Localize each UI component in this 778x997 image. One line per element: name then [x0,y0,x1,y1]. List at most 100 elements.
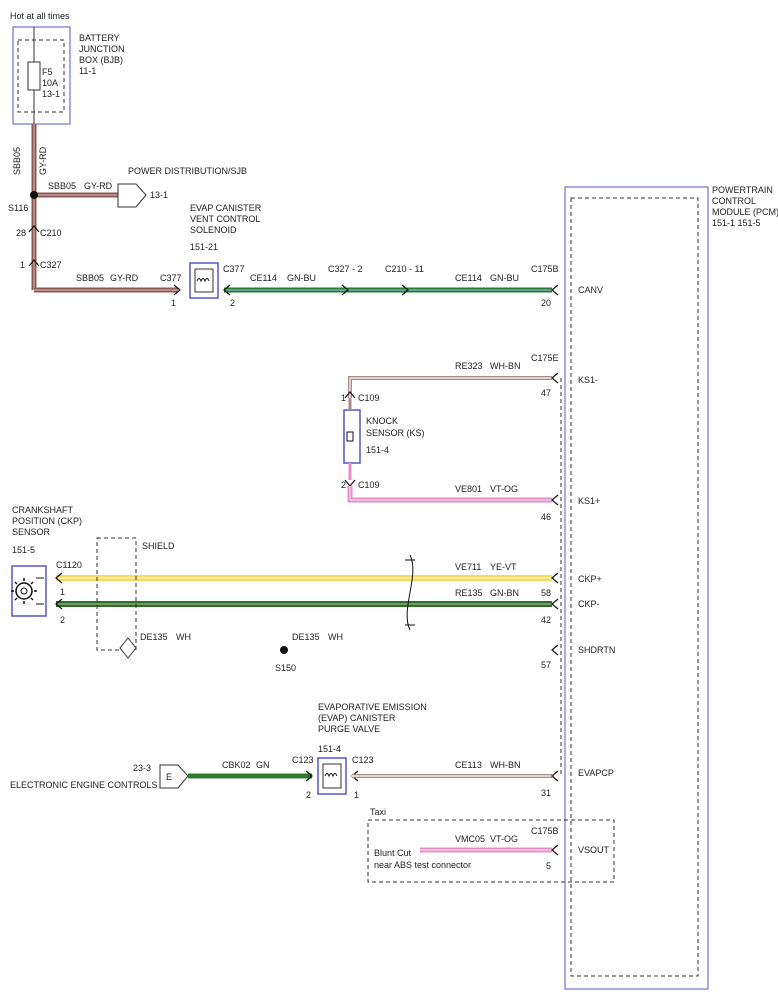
pin-57: 57 [541,660,551,670]
ckp-title-3: SENSOR [12,527,51,537]
gnbu-label-1: GN-BU [287,273,316,283]
gyrd-horizontal-label: GY-RD [110,273,139,283]
eec-letter: E [166,772,172,782]
purge-title-1: EVAPORATIVE EMISSION [318,702,427,712]
c327-label: C327 [40,260,62,270]
eec-connector[interactable] [159,764,189,789]
yevt-label: YE-VT [490,562,517,572]
pcm-title-1: POWERTRAIN [712,185,773,195]
c327-connector-icon [28,259,40,267]
c377-left-label: C377 [160,273,182,283]
bjb-title-2: JUNCTION [79,44,125,54]
c109-bottom-label: C109 [358,480,380,490]
pin-58: 58 [541,588,551,598]
ce113-label: CE113 [455,760,482,770]
s150-label: S150 [275,663,296,673]
purge-title-4: 151-4 [318,744,341,754]
power-distribution-label: POWER DISTRIBUTION/SJB [128,166,247,176]
fuse-icon [27,61,41,91]
ckp-plus-connector-icon [551,572,559,584]
power-distribution-connector[interactable] [117,183,147,208]
fuse-label-3: 13-1 [42,89,60,99]
bjb-title-1: BATTERY [79,33,120,43]
ckp-minus-connector-icon [551,598,559,610]
c1120-label: C1120 [56,560,82,570]
powertrain-control-module[interactable] [564,186,709,990]
wire-re323[interactable] [348,376,552,398]
purge-title-3: PURGE VALVE [318,724,380,734]
vtog-label-1: VT-OG [490,484,518,494]
sbb05-branch-label: SBB05 [48,181,76,191]
pcm-title-3: MODULE (PCM) [712,207,778,217]
gnbu-label-2: GN-BU [490,273,519,283]
piezo-crystal-icon [346,431,354,442]
ks1-plus-connector-icon [551,494,559,506]
s116-label: S116 [8,203,28,213]
pcm-title-4: 151-1 151-5 [712,218,761,228]
re323-label: RE323 [455,361,483,371]
pin-42: 42 [541,615,551,625]
fuse-label-1: F5 [42,67,53,77]
de135-label-1: DE135 [140,632,168,642]
pin-ks1-minus: KS1- [578,375,598,385]
taxi-label: Taxi [370,807,386,817]
shdrtn-connector-icon [551,644,559,656]
c377-left-connector-icon [173,284,181,296]
c377-left-pin: 1 [171,298,176,308]
c123-right-label: C123 [352,755,374,765]
c109-top-connector-icon [344,391,356,399]
eec-page: 23-3 [133,763,151,773]
knock-title-2: SENSOR (KS) [366,428,425,438]
c210-label: C210 [40,228,62,238]
c210-11-connector-icon [401,284,409,296]
sbb05-horizontal-label: SBB05 [76,273,104,283]
wh-label-2: WH [328,632,343,642]
fuse-label-2: 10A [42,78,58,88]
ve711-label: VE711 [455,562,481,572]
shield-ground-icon [119,637,137,659]
wire-ve801[interactable] [347,486,552,503]
gnbn-label: GN-BN [490,588,519,598]
vmc05-label: VMC05 [455,834,485,844]
solenoid-coil-icon [196,278,210,283]
evap-vent-title-4: 151-21 [190,242,218,252]
c123-left-connector-icon [305,770,313,782]
c109-top-pin: 1 [341,393,346,403]
pin-5: 5 [546,861,551,871]
gear-icon [15,582,33,600]
whbn-label-1: WH-BN [490,361,521,371]
evap-purge-valve[interactable] [317,757,347,795]
ks1-minus-connector-icon [551,372,559,384]
knock-sensor[interactable] [343,398,361,480]
pin-evapcp: EVAPCP [578,768,614,778]
c327-2-connector-icon [341,284,349,296]
evap-vent-title-1: EVAP CANISTER [190,203,262,213]
pin-vsout: VSOUT [578,845,610,855]
c123-right-pin: 1 [354,790,359,800]
vsout-connector-icon [551,844,559,856]
knock-title-3: 151-4 [366,445,389,455]
c327-pin: 1 [20,260,25,270]
wire-sbb05[interactable] [31,124,178,293]
battery-junction-box[interactable] [12,26,71,125]
c109-top-label: C109 [358,393,380,403]
c175e-label: C175E [531,353,559,363]
shield-label: SHIELD [142,541,175,551]
gn-label: GN [256,760,270,770]
ckp-title-4: 151-5 [12,545,35,555]
twisted-pair-icon [406,554,414,631]
c1120-pin1-icon [55,572,63,584]
c327-2-label: C327 - 2 [328,264,363,274]
c377-right-label: C377 [223,264,245,274]
evap-vent-solenoid[interactable] [189,262,219,299]
ve801-label: VE801 [455,484,482,494]
ce114-label-2: CE114 [455,273,482,283]
canv-connector-icon [551,284,559,296]
pin-20: 20 [541,298,551,308]
c210-11-label: C210 - 11 [385,264,424,274]
taxi-option-boundary [367,819,615,883]
ckp-sensor[interactable] [11,565,47,617]
pin-ckp-plus: CKP+ [578,574,602,584]
pin-46: 46 [541,512,551,522]
ckp-pin-1: 1 [60,587,65,597]
